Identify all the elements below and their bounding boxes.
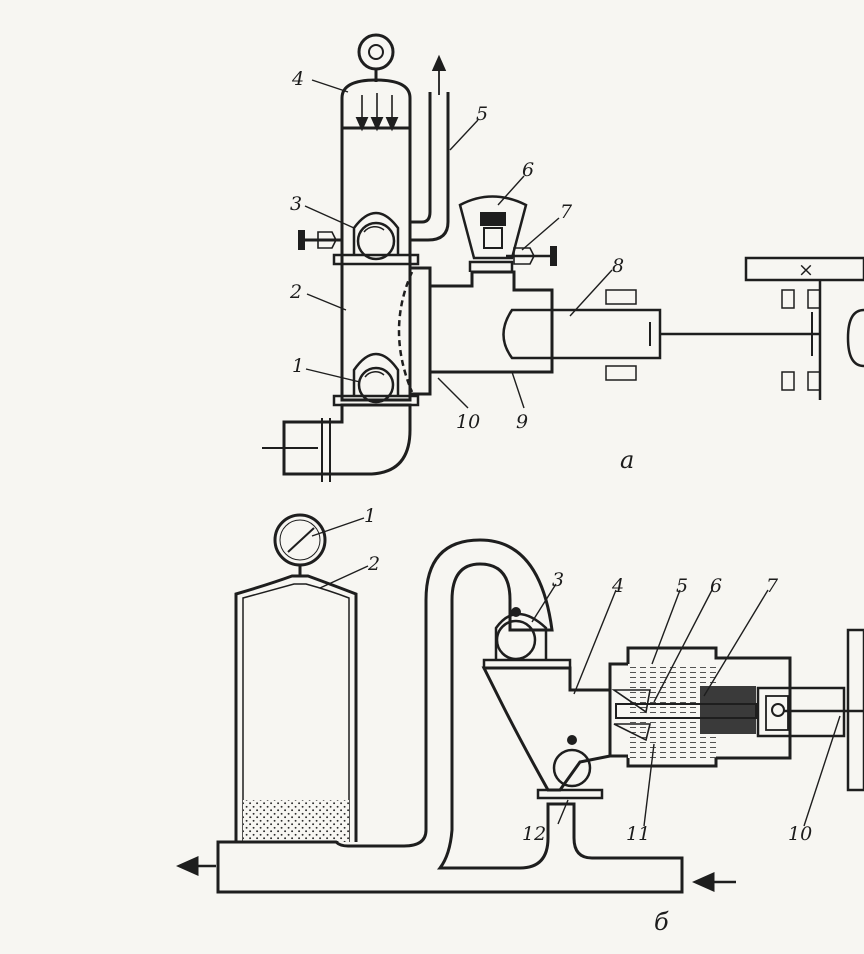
upper-delivery-valve [298,211,420,266]
upper-diaphragm [397,271,414,393]
upper-label-9: 9 [516,411,528,433]
upper-drive: × [744,256,864,400]
svg-text:×: × [798,259,814,281]
lower-label-6: 6 [710,575,722,597]
lower-leader-lines [311,517,841,827]
lower-s-pipe [216,538,684,894]
lower-cylinder [608,646,792,768]
upper-gauge [357,33,395,82]
lower-diagram: 1 2 3 4 5 6 7 12 11 10 б [176,505,864,936]
lower-label-3: 3 [552,569,564,591]
upper-label-7: 7 [560,201,573,223]
upper-plunger [502,289,820,381]
lower-delivery-valve [482,607,572,670]
lower-caption: б [654,908,669,936]
upper-discharge-pipe [410,54,450,242]
upper-label-8: 8 [612,255,624,277]
lower-label-1: 1 [364,505,376,527]
upper-diagram: × 4 5 6 3 7 2 8 1 [262,33,864,482]
lower-rod [756,628,864,792]
lower-label-4: 4 [611,575,624,597]
upper-suction-pipe [262,403,412,482]
lower-label-2: 2 [367,553,380,575]
lower-label-12: 12 [522,823,546,845]
lower-suction-valve [536,735,604,800]
upper-label-10: 10 [456,411,480,433]
upper-cylinder [408,260,554,396]
lower-label-11: 11 [626,823,650,845]
upper-suction-valve [332,352,420,407]
upper-label-3: 3 [290,193,302,215]
lower-gauge [273,513,327,576]
upper-air-chamber [340,78,412,132]
lower-label-10: 10 [788,823,812,845]
lower-label-7: 7 [766,575,779,597]
upper-label-2: 2 [289,281,302,303]
upper-label-4: 4 [291,68,304,90]
lower-air-vessel [234,574,358,842]
lower-pump-body [481,666,612,792]
lower-label-5: 5 [676,575,688,597]
upper-relief-valve [458,195,557,266]
upper-leader-lines [304,79,613,409]
upper-caption: а [620,446,634,474]
upper-label-6: 6 [522,159,534,181]
upper-label-5: 5 [476,103,488,125]
upper-label-1: 1 [292,355,304,377]
